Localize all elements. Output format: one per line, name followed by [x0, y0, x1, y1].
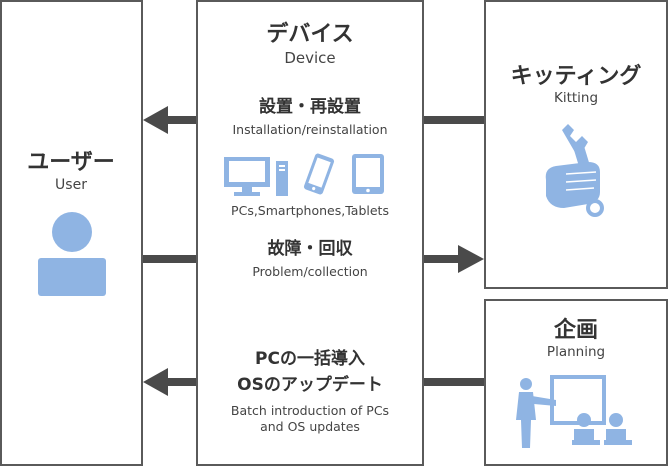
smartphone-icon [303, 153, 335, 195]
planning-title-jp: 企画 [553, 318, 599, 343]
batch-label-jp-1: PCの一括導入 [255, 349, 365, 369]
batch-label-jp-2: OSのアップデート [237, 375, 383, 395]
kitting-title-en: Kitting [553, 90, 599, 106]
batch-label-en-1: Batch introduction of PCs [230, 403, 390, 418]
tablet-icon [352, 154, 384, 194]
arrow-install-to-user [143, 106, 196, 134]
device-box [196, 0, 424, 466]
arrow-problem-from-user [143, 255, 196, 263]
arrow-batch-to-user [143, 368, 196, 396]
device-title-jp: デバイス [266, 22, 354, 47]
install-label-en: Installation/reinstallation [232, 122, 388, 137]
person-icon [38, 212, 106, 296]
desktop-pc-icon [224, 157, 288, 196]
problem-label-en: Problem/collection [252, 264, 368, 279]
user-title-jp: ユーザー [27, 150, 115, 175]
device-title-en: Device [284, 49, 336, 67]
planning-title-en: Planning [546, 344, 606, 360]
user-title-en: User [55, 177, 87, 193]
install-label-jp: 設置・再設置 [259, 97, 361, 117]
presentation-icon [516, 375, 632, 448]
arrow-problem-to-kitting [424, 245, 484, 273]
devices-caption: PCs,Smartphones,Tablets [231, 203, 389, 218]
arrow-install-from-kitting [424, 116, 484, 124]
kitting-title-jp: キッティング [510, 64, 642, 89]
batch-label-en-2: and OS updates [260, 419, 360, 434]
arrow-batch-from-planning [424, 378, 484, 386]
wrench-hand-icon [545, 124, 604, 217]
problem-label-jp: 故障・回収 [267, 239, 353, 259]
planning-box [484, 299, 668, 466]
